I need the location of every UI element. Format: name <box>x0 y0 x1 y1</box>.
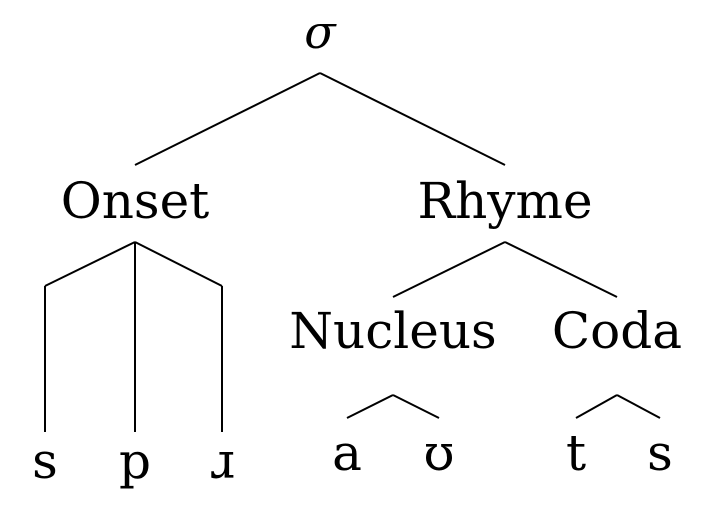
branch-root-rhyme <box>319 72 506 166</box>
coda-label: Coda <box>552 302 682 360</box>
segment-a: a <box>332 424 362 482</box>
branch-coda-t <box>575 394 618 419</box>
segment-t: t <box>566 424 586 482</box>
branch-root-onset <box>134 72 321 166</box>
rhyme-label: Rhyme <box>417 172 592 230</box>
tree-labels: σ Onset Rhyme Nucleus Coda s p ɹ a ʊ t s <box>32 5 682 490</box>
branch-nucleus-a <box>346 394 394 419</box>
segment-turned-r: ɹ <box>209 432 234 490</box>
tree-branches <box>44 72 661 432</box>
segment-s-onset: s <box>32 432 58 490</box>
branch-onset-r <box>134 241 223 287</box>
root-sigma-label: σ <box>304 5 337 59</box>
onset-label: Onset <box>61 172 210 230</box>
segment-p: p <box>119 432 151 490</box>
branch-rhyme-nucleus <box>392 241 506 298</box>
branch-coda-s <box>616 394 661 419</box>
branch-rhyme-coda <box>504 241 618 298</box>
branch-nucleus-upsilon <box>392 394 440 419</box>
segment-upsilon: ʊ <box>423 424 454 482</box>
segment-s-coda: s <box>647 424 673 482</box>
branch-onset-s <box>44 241 136 287</box>
nucleus-label: Nucleus <box>289 302 496 360</box>
